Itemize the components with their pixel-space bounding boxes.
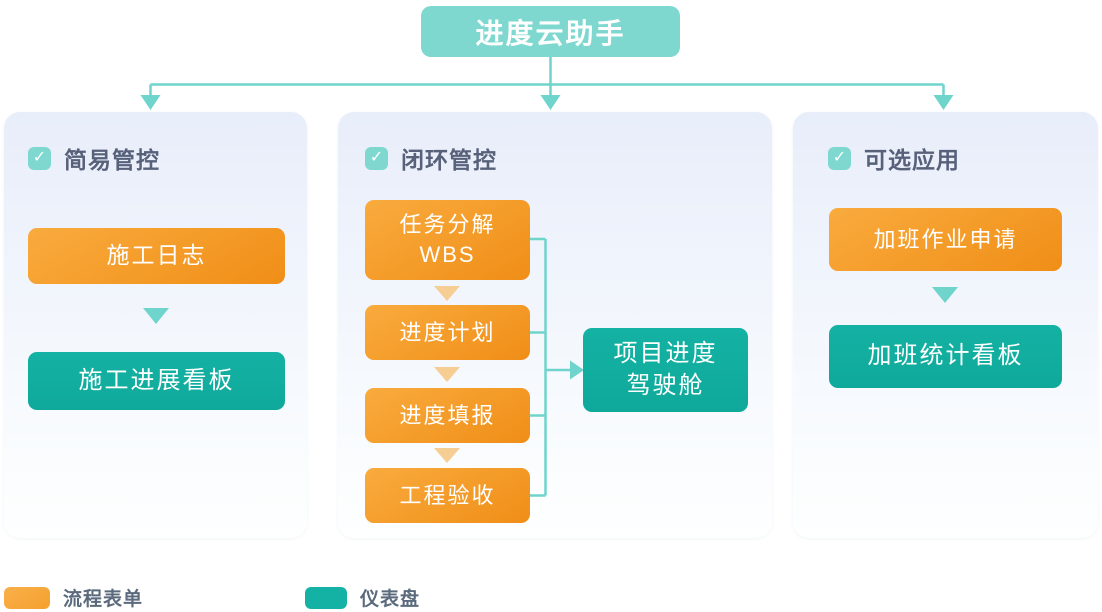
panel-title: 可选应用 — [864, 147, 960, 173]
node-label: 加班作业申请 — [873, 226, 1018, 252]
node-schedule-plan: 进度计划 — [365, 305, 530, 360]
arrow-down-icon — [140, 95, 161, 110]
panel-simple-control — [4, 112, 307, 538]
node-label: 施工日志 — [106, 242, 207, 269]
legend-label: 流程表单 — [63, 589, 144, 610]
node-construction-log: 施工日志 — [28, 228, 285, 284]
checkbox-checked-icon: ✓ — [365, 146, 388, 170]
arrow-down-icon — [143, 308, 169, 324]
node-project-acceptance: 工程验收 — [365, 468, 530, 523]
node-label: 加班统计看板 — [867, 342, 1024, 370]
form-color-swatch — [4, 586, 50, 609]
arrow-down-icon — [434, 286, 460, 301]
node-label: 施工进展看板 — [78, 366, 235, 394]
node-overtime-application: 加班作业申请 — [829, 208, 1062, 271]
arrow-down-icon — [933, 95, 954, 110]
node-label: 驾驶舱 — [626, 372, 705, 399]
panel-simple-header: ✓ 简易管控 — [28, 141, 160, 175]
arrow-down-icon — [932, 287, 958, 303]
legend-item-dashboard: 仪表盘 — [177, 584, 420, 611]
node-overtime-stats-board: 加班统计看板 — [829, 325, 1062, 388]
banner-title: 进度云助手 — [421, 6, 680, 57]
node-construction-progress-board: 施工进展看板 — [28, 352, 285, 410]
node-progress-report: 进度填报 — [365, 388, 530, 443]
arrow-down-icon — [540, 95, 561, 110]
panel-title: 简易管控 — [64, 147, 160, 173]
node-label: 项目进度 — [613, 339, 718, 367]
node-label: WBS — [419, 242, 476, 267]
dashboard-color-swatch — [305, 586, 348, 609]
node-label: 工程验收 — [399, 482, 496, 508]
arrow-down-icon — [434, 367, 460, 382]
panel-optional-header: ✓ 可选应用 — [828, 141, 960, 175]
node-task-breakdown-wbs: 任务分解 WBS — [365, 200, 530, 280]
panel-closed-loop-header: ✓ 闭环管控 — [365, 141, 497, 175]
node-project-progress-cockpit: 项目进度 驾驶舱 — [583, 328, 748, 412]
arrow-down-icon — [434, 448, 460, 463]
node-label: 任务分解 — [399, 212, 496, 238]
node-label: 进度填报 — [399, 402, 496, 428]
legend-item-form: 流程表单 — [4, 584, 143, 611]
legend-label: 仪表盘 — [360, 589, 421, 610]
banner-title-text: 进度云助手 — [475, 17, 626, 49]
panel-title: 闭环管控 — [401, 147, 497, 173]
legend: 流程表单 仪表盘 — [4, 584, 420, 611]
node-label: 进度计划 — [399, 319, 496, 345]
checkbox-checked-icon: ✓ — [28, 146, 51, 170]
checkbox-checked-icon: ✓ — [828, 146, 851, 170]
